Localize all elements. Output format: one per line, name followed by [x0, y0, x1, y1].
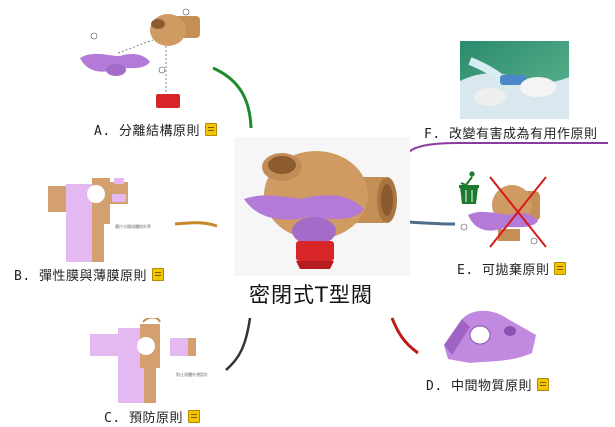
svg-text:膜片分隔流體與外界: 膜片分隔流體與外界: [115, 223, 151, 229]
connector-d: [390, 317, 419, 355]
branch-d-label: D. 中間物質原則: [426, 375, 549, 394]
branch-c-label: C. 預防原則: [104, 407, 200, 426]
center-valve-image: [234, 137, 410, 276]
image-c-prevention: 防止流體外洩設計: [88, 316, 223, 403]
connector-c: [225, 317, 252, 371]
branch-e-text: E. 可拋棄原則: [457, 263, 550, 278]
branch-e-label: E. 可拋棄原則: [457, 259, 567, 278]
connector-a: [212, 66, 253, 129]
branch-b-text: B. 彈性膜與薄膜原則: [14, 269, 147, 284]
branch-f-text: F. 改變有害成為有用作原則: [424, 127, 598, 142]
branch-c-text: C. 預防原則: [104, 411, 183, 426]
branch-b-label: B. 彈性膜與薄膜原則: [14, 265, 164, 284]
note-icon[interactable]: [536, 378, 549, 391]
branch-f-label: F. 改變有害成為有用作原則: [424, 123, 597, 142]
image-e-disposable: [458, 171, 548, 253]
image-a-separation: [78, 8, 213, 118]
branch-a-label: A. 分離結構原則: [94, 120, 217, 139]
note-icon[interactable]: [554, 262, 567, 275]
recycle-bin-icon: [459, 171, 479, 204]
note-icon[interactable]: [187, 410, 200, 423]
connector-e: [407, 220, 456, 226]
image-b-membrane: 膜片分隔流體與外界: [40, 176, 175, 262]
connector-f: [407, 142, 608, 154]
center-title: 密閉式T型閥: [249, 283, 373, 307]
note-icon[interactable]: [151, 268, 164, 281]
note-icon[interactable]: [204, 123, 217, 136]
branch-d-text: D. 中間物質原則: [426, 379, 532, 394]
branch-a-text: A. 分離結構原則: [94, 124, 200, 139]
image-f-photo: [460, 41, 569, 119]
connector-b: [174, 221, 218, 228]
svg-text:防止流體外洩設計: 防止流體外洩設計: [176, 371, 208, 377]
image-d-handle: [440, 305, 540, 370]
